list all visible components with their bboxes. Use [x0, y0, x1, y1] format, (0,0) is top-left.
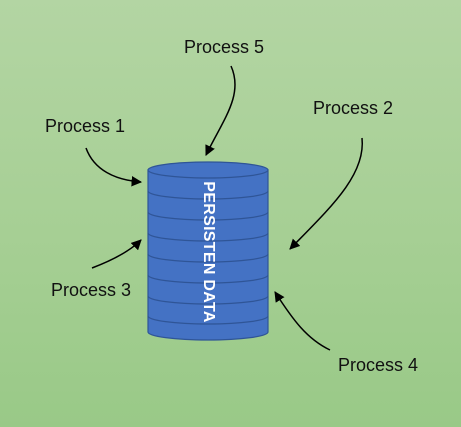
arrow-process-5 [205, 65, 236, 156]
process-1-label: Process 1 [45, 116, 126, 136]
arrow-process-2 [289, 137, 363, 250]
process-5-label: Process 5 [184, 37, 265, 57]
cylinder-band-6 [147, 295, 269, 305]
persistent-data-label: PERSISTEN DATA [200, 181, 217, 323]
cylinder-band-3 [147, 232, 269, 242]
persistent-data-cylinder [147, 161, 269, 341]
arrow-process-4 [274, 291, 331, 351]
arrow-process-3 [91, 239, 142, 269]
cylinder-body [147, 169, 269, 341]
cylinder-band-4 [147, 253, 269, 263]
process-3-label: Process 3 [51, 280, 132, 300]
cylinder-band-5 [147, 274, 269, 284]
cylinder-band-7 [147, 315, 269, 325]
process-2-label: Process 2 [313, 98, 394, 118]
arrow-process-1 [85, 147, 143, 187]
cylinder-band-1 [147, 190, 269, 200]
cylinder-band-2 [147, 211, 269, 221]
cylinder-top [147, 161, 269, 179]
process-4-label: Process 4 [338, 355, 419, 375]
